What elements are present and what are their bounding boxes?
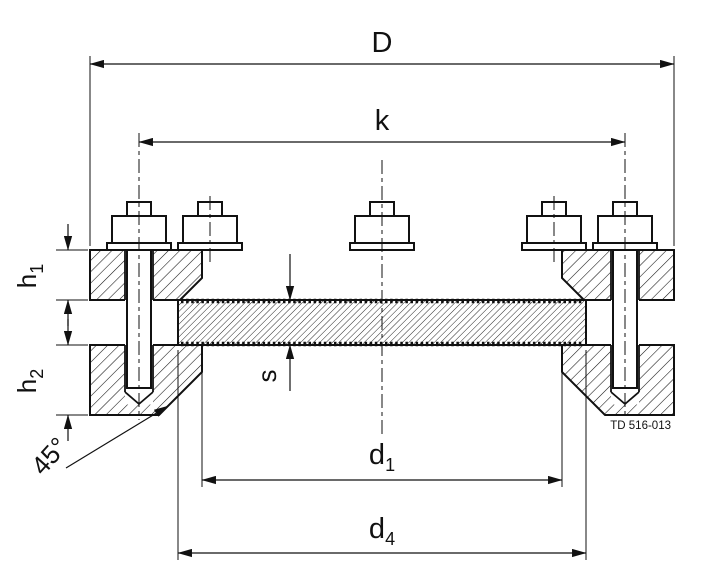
dim-label-h1: h1 <box>12 264 47 288</box>
dim-label-D: D <box>372 27 393 59</box>
dimension-d1: d1 <box>201 368 563 487</box>
centerlines <box>138 133 626 438</box>
dim-label-h2: h2 <box>12 369 47 393</box>
dim-label-d4: d4 <box>369 513 395 549</box>
dimension-h1: h1 <box>12 224 88 326</box>
drawing-number-text: TD 516-013 <box>610 420 671 432</box>
dimension-k: k <box>138 105 626 147</box>
dimension-D: D <box>89 27 675 246</box>
dimension-d4: d4 <box>177 350 587 560</box>
chamfer-angle-label: 45° <box>25 431 74 480</box>
dim-label-d1: d1 <box>369 439 395 475</box>
dim-label-s: s <box>252 370 282 383</box>
dim-label-k: k <box>375 105 390 137</box>
dimension-h2: h2 <box>12 319 88 441</box>
drawing-number: TD 516-013 <box>596 418 674 432</box>
flange-assembly <box>89 133 675 438</box>
dimension-s: s <box>252 254 295 391</box>
chamfer-callout: 45° <box>25 405 169 481</box>
